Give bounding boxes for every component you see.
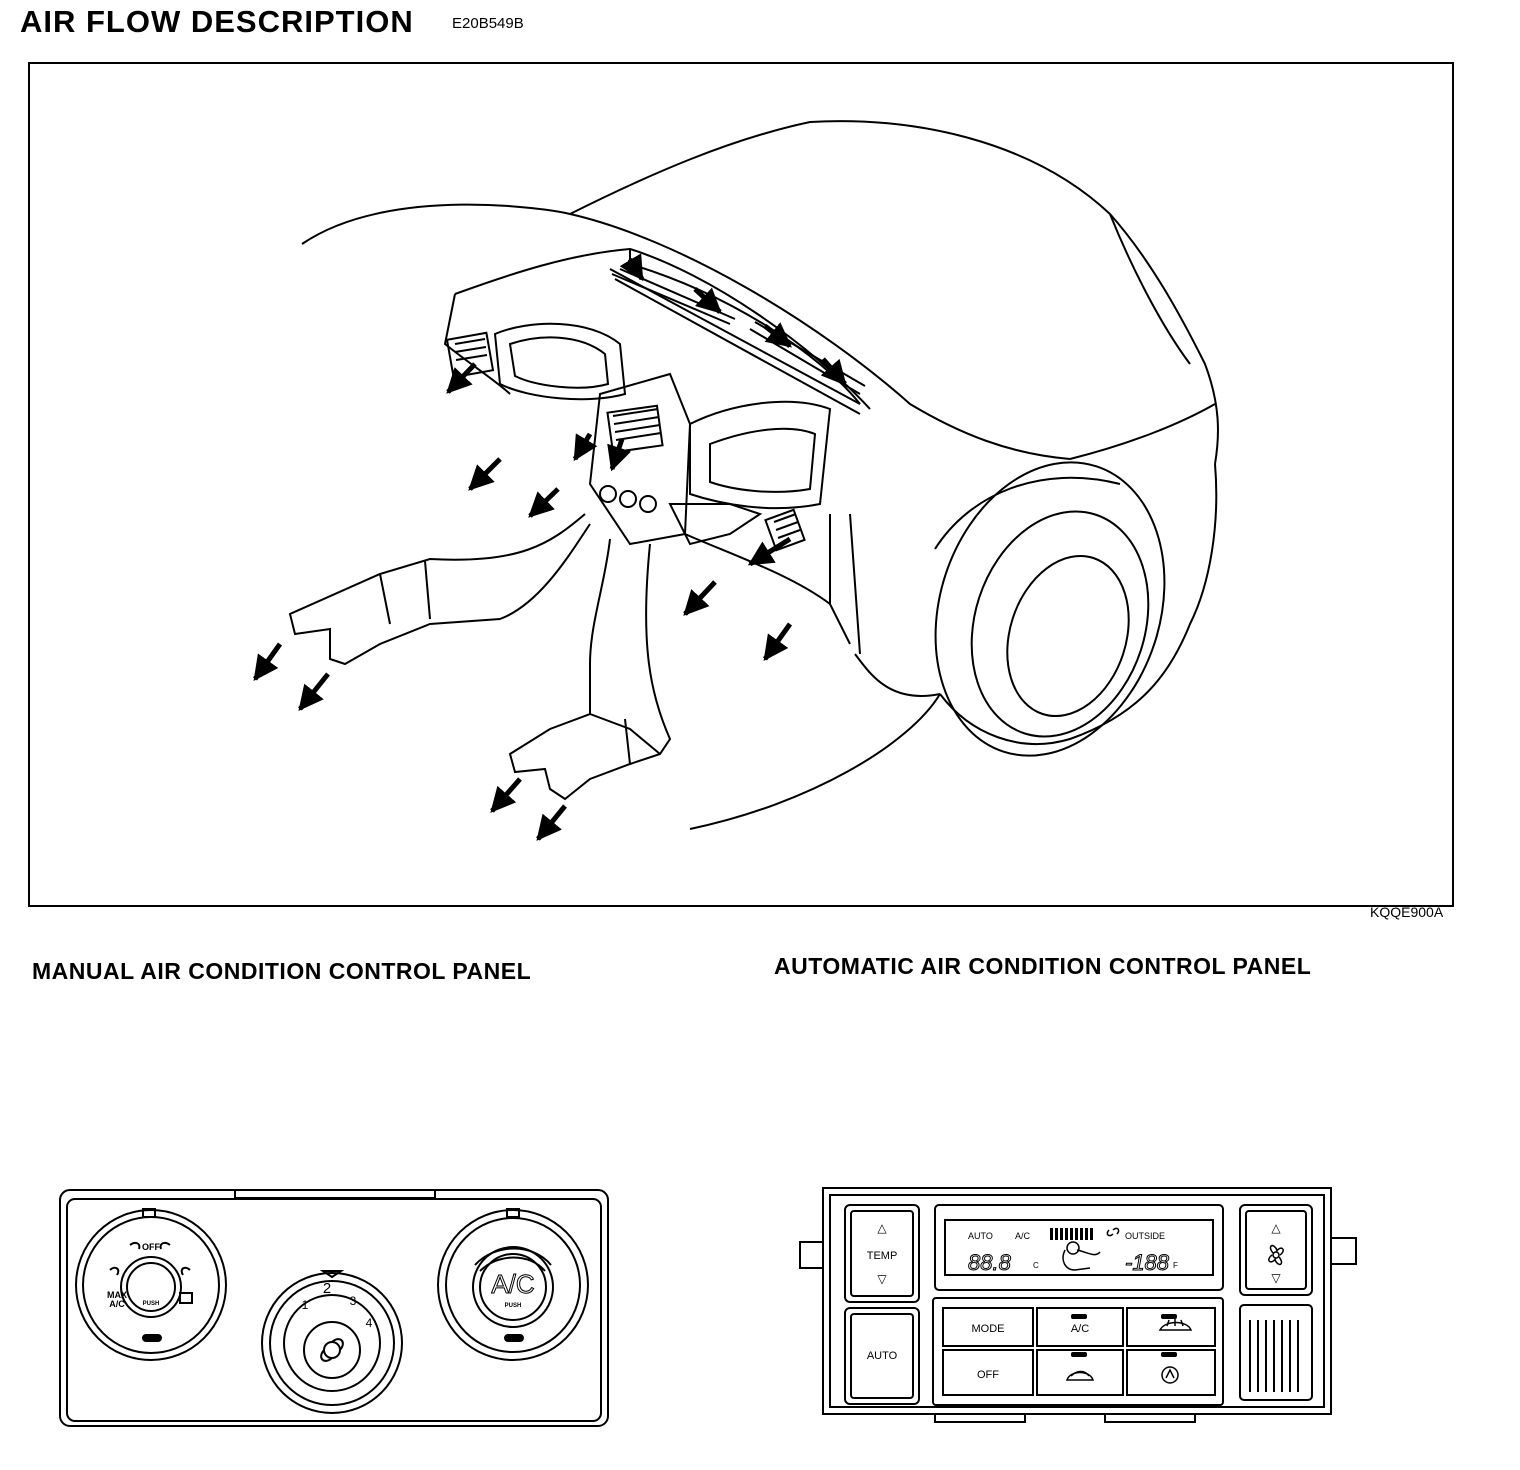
fresh-air-button[interactable] — [1126, 1349, 1216, 1396]
temp-up-arrow: △ — [877, 1221, 887, 1235]
page-title: AIR FLOW DESCRIPTION — [20, 4, 414, 39]
off-button[interactable] — [942, 1349, 1034, 1396]
side-vent-arrow-right — [747, 536, 792, 567]
recirculation-icon — [1065, 1370, 1095, 1381]
temp-down-arrow: ▽ — [877, 1272, 887, 1286]
fan-down-arrow: ▽ — [1271, 1271, 1281, 1285]
fan-speed-1: 1 — [302, 1298, 309, 1312]
display-fan-icon — [1106, 1227, 1120, 1237]
sensor-grille — [1239, 1304, 1313, 1401]
fan-speed-button[interactable] — [1239, 1204, 1313, 1296]
auto-label: AUTO — [867, 1350, 898, 1362]
defrost-arrow-1 — [619, 253, 645, 282]
mode-max-ac-label: A/C — [109, 1299, 125, 1309]
defrost-icon — [1158, 1319, 1193, 1331]
floor-arrow-2 — [528, 487, 560, 518]
manual-panel-heading: MANUAL AIR CONDITION CONTROL PANEL — [32, 958, 532, 984]
auto-control-panel: △ TEMP ▽ AUTO △ ▽ MODE A/C OFF AUTO A/C … — [799, 1187, 1357, 1423]
front-floor-arrow-2 — [298, 672, 330, 711]
center-vent-arrow-2 — [607, 438, 631, 472]
defrost-arrow-4 — [820, 357, 847, 386]
side-vent-arrow-left — [446, 362, 477, 394]
auto-panel-heading: AUTOMATIC AIR CONDITION CONTROL PANEL — [774, 953, 1312, 979]
display-outside-reading: -188 — [1125, 1250, 1170, 1275]
mode-max-label: MAX — [107, 1290, 127, 1300]
display-unit-f: F — [1173, 1261, 1178, 1270]
seat-airflow-icon — [1062, 1241, 1101, 1271]
mode-off-label: OFF — [142, 1242, 160, 1252]
ac-button[interactable] — [1036, 1307, 1124, 1347]
display-ac: A/C — [1015, 1231, 1031, 1241]
rear-floor-arrow-1 — [490, 777, 522, 813]
auto-button[interactable] — [844, 1307, 920, 1405]
recirculation-button[interactable] — [1036, 1349, 1124, 1396]
display-temp-reading: 88.8 — [968, 1250, 1012, 1275]
fan-speed-3: 3 — [350, 1294, 357, 1308]
mode-label: MODE — [972, 1323, 1005, 1335]
fan-speed-knob[interactable] — [261, 1272, 403, 1414]
fan-speed-4: 4 — [366, 1316, 373, 1330]
temp-label: TEMP — [867, 1250, 898, 1262]
document-code: E20B549B — [452, 15, 524, 32]
lcd-display — [934, 1204, 1224, 1291]
mode-knob[interactable] — [75, 1209, 227, 1361]
manual-control-panel: OFF MAX A/C PUSH PUSH 1 2 3 4 A/C — [59, 1189, 609, 1427]
floor-arrow-4 — [762, 622, 793, 662]
defrost-arrow-3 — [763, 322, 792, 348]
floor-arrow-3 — [683, 580, 717, 616]
display-outside: OUTSIDE — [1125, 1231, 1165, 1241]
display-auto: AUTO — [968, 1231, 993, 1241]
defrost-arrow-2 — [693, 287, 722, 314]
fan-speed-2: 2 — [323, 1280, 331, 1297]
ac-label: A/C — [1071, 1323, 1089, 1335]
fan-up-arrow: △ — [1271, 1221, 1281, 1235]
front-floor-arrow-1 — [252, 642, 283, 682]
off-label: OFF — [977, 1369, 999, 1381]
figure-id: KQQE900A — [1370, 904, 1444, 920]
airflow-illustration — [252, 120, 1219, 841]
display-unit-c: C — [1033, 1261, 1039, 1270]
ac-knob-label: A/C — [491, 1269, 534, 1299]
center-vent-arrow-1 — [572, 432, 598, 462]
rear-floor-arrow-2 — [536, 804, 567, 841]
fresh-air-icon — [1161, 1366, 1179, 1384]
fan-icon — [1268, 1244, 1284, 1266]
defrost-button[interactable] — [1126, 1307, 1216, 1347]
mode-button[interactable] — [942, 1307, 1034, 1347]
airflow-figure-frame — [28, 62, 1454, 907]
temp-button[interactable] — [844, 1204, 920, 1303]
mode-push-label: PUSH — [143, 1301, 160, 1307]
ac-push-label: PUSH — [505, 1303, 522, 1309]
floor-arrow-1 — [468, 457, 502, 491]
ac-knob[interactable] — [437, 1208, 589, 1361]
